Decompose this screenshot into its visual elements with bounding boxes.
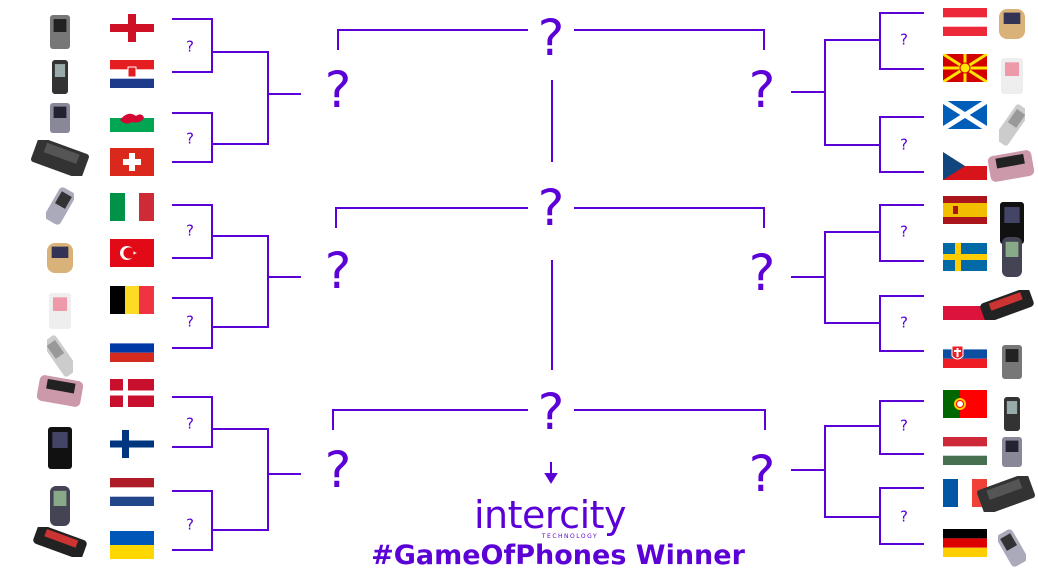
left-semi-line [212,235,269,328]
right-semi-line [824,425,880,518]
nokia-communicator-icon [996,53,1028,103]
nokia-5110-icon [997,232,1027,286]
motorola-startac-icon [997,340,1027,388]
nokia-8110-banana-icon [995,197,1029,253]
right-match-question: ? [900,222,908,241]
right-match-question: ? [900,507,908,526]
center-arrow-head [544,473,558,484]
poland-flag [943,292,987,320]
switzerland-flag [110,148,154,176]
logo-subtitle: TECHNOLOGY [541,533,599,540]
final-link-line [574,29,765,50]
final-question: ? [537,179,565,237]
croatia-flag [110,60,154,88]
blackberry-pearl-icon [994,99,1030,155]
macedonia-flag [943,54,987,82]
logo-wordmark: intercity [473,493,627,537]
slovakia-flag [943,340,987,368]
nokia-lumia-icon [43,422,77,478]
nokia-7280-icon [29,524,91,561]
wales-flag [110,104,154,132]
iphone-icon [996,525,1028,575]
left-group-question: ? [324,242,352,300]
final-link-line [332,409,528,430]
vintage-brick-phone-icon [28,137,92,180]
right-match-question: ? [900,30,908,49]
right-semi-line [824,231,880,324]
left-semi-line [212,51,269,145]
samsung-galaxy-note-icon [44,288,76,338]
scotland-flag [943,101,987,129]
left-match-line [172,396,213,448]
blackberry-curve-icon [45,98,75,142]
ukraine-flag [110,531,154,559]
netherlands-flag [110,478,154,506]
final-link-line [574,207,765,228]
right-semi-line [824,39,880,146]
flip-phone-icon [994,4,1030,48]
siemens-sl-icon [974,473,1038,516]
england-flag [110,14,154,42]
right-match-question: ? [900,135,908,154]
nokia-3310-icon [45,481,75,535]
belgium-flag [110,286,154,314]
final-question: ? [537,9,565,67]
left-group-question: ? [324,441,352,499]
htc-touch-icon [984,148,1038,188]
motorola-razr-icon [45,10,75,58]
left-match-question: ? [186,221,194,240]
motorola-dynatac-icon [42,330,78,386]
sweden-flag [943,243,987,271]
right-group-question: ? [748,244,776,302]
hashtag-title: #GameOfPhones Winner [371,540,745,571]
russia-flag [110,334,154,362]
motorola-v3-icon [997,432,1027,476]
left-match-question: ? [186,129,194,148]
final-link-line [337,29,528,50]
right-group-question: ? [748,61,776,119]
intercity-logo: intercity TECHNOLOGY [473,493,627,540]
left-match-line [172,18,213,73]
nokia-7600-icon [42,238,78,282]
right-match-line [879,400,924,455]
final-link-line [574,409,766,430]
sidekick-slider-icon [33,373,87,413]
sony-ericsson-icon [44,183,76,233]
left-match-line [172,112,213,163]
left-match-question: ? [186,414,194,433]
final-link-line [335,207,528,228]
nokia-e90-icon [999,392,1025,440]
turkey-flag [110,239,154,267]
finland-flag [110,430,154,458]
left-match-line [172,204,213,259]
right-match-question: ? [900,313,908,332]
right-group-question: ? [748,445,776,503]
sony-ericsson-t68-icon [976,287,1038,324]
left-match-question: ? [186,37,194,56]
denmark-flag [110,379,154,407]
left-match-question: ? [186,312,194,331]
germany-flag [943,529,987,557]
left-semi-line [212,428,269,531]
right-match-question: ? [900,416,908,435]
czech-republic-flag [943,152,987,180]
nokia-candybar-icon [47,55,73,103]
italy-flag [110,193,154,221]
left-match-line [172,490,213,551]
portugal-flag [943,390,987,418]
left-group-question: ? [324,61,352,119]
left-match-line [172,297,213,349]
spain-flag [943,196,987,224]
austria-flag [943,8,987,36]
final-question: ? [537,383,565,441]
hungary-flag [943,437,987,465]
left-match-question: ? [186,515,194,534]
